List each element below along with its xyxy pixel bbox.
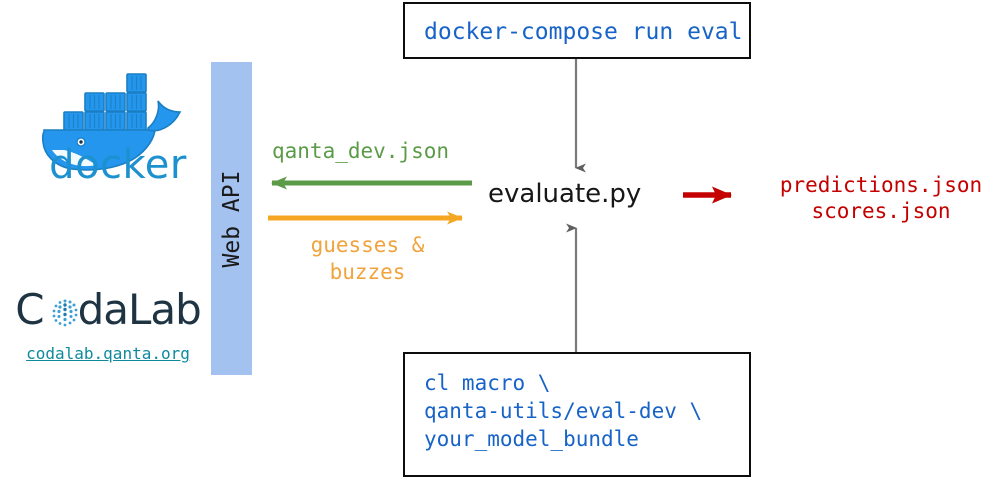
evaluate-script-label: evaluate.py bbox=[488, 179, 642, 209]
web-api-bar[interactable]: Web API bbox=[211, 62, 252, 375]
docker-compose-command-box[interactable]: docker-compose run eval bbox=[403, 2, 751, 59]
qanta-dev-json-label: qanta_dev.json bbox=[272, 139, 450, 163]
docker-compose-command-text: docker-compose run eval bbox=[424, 19, 743, 45]
web-api-label: Web API bbox=[218, 170, 245, 267]
docker-wordmark: docker bbox=[49, 142, 187, 188]
codalab-globe-icon bbox=[52, 299, 78, 327]
codalab-url-link[interactable]: codalab.qanta.org bbox=[26, 344, 190, 363]
codalab-wordmark-prefix: C bbox=[15, 285, 44, 334]
codalab-command-text: cl macro \ qanta-utils/eval-dev \ your_m… bbox=[424, 371, 703, 451]
output-files-label: predictions.json scores.json bbox=[779, 173, 983, 224]
codalab-command-box[interactable]: cl macro \ qanta-utils/eval-dev \ your_m… bbox=[403, 352, 751, 477]
codalab-wordmark-suffix: daLab bbox=[77, 285, 202, 334]
docker-whale-icon bbox=[41, 73, 182, 171]
guesses-buzzes-label: guesses & buzzes bbox=[310, 233, 425, 285]
